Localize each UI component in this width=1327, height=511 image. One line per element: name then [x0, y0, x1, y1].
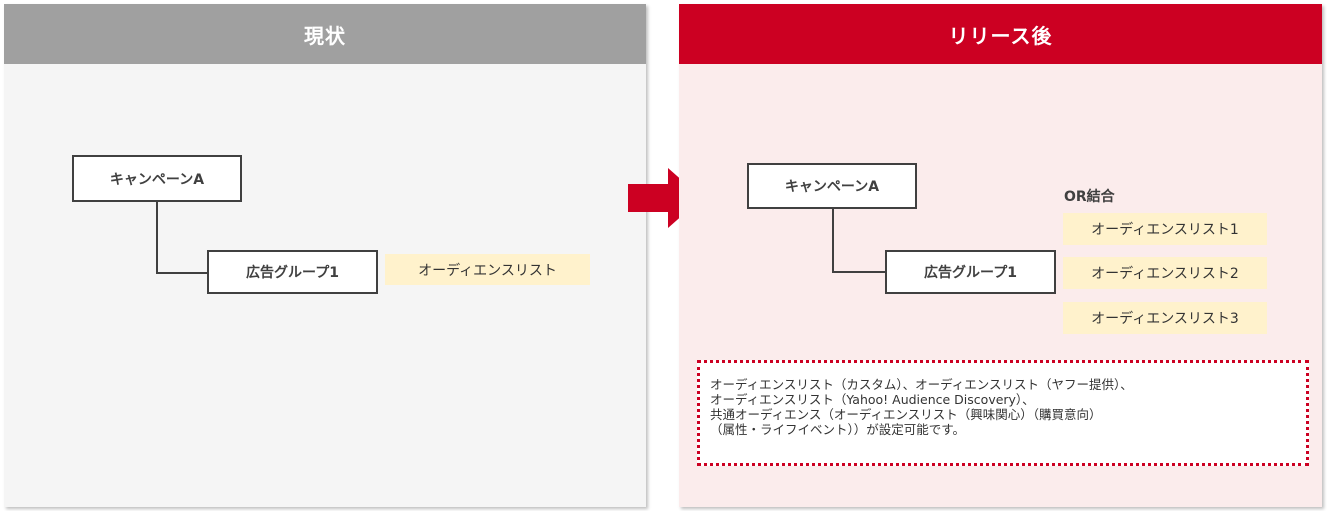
note-line-4: （属性・ライフイベント））が設定可能です。	[710, 422, 966, 437]
left-campaign-node: キャンペーンA	[72, 155, 242, 202]
or-join-label: OR結合	[1064, 189, 1115, 205]
right-adgroup-node: 広告グループ1	[885, 250, 1056, 294]
right-connector-horizontal	[832, 271, 886, 273]
right-audience-tag-1: オーディエンスリスト1	[1063, 213, 1267, 245]
right-connector-vertical	[832, 209, 834, 273]
left-connector-vertical	[156, 202, 158, 274]
note-line-3: 共通オーディエンス（オーディエンスリスト（興味関心）（購買意向）	[710, 407, 1102, 422]
note-line-1: オーディエンスリスト（カスタム）、オーディエンスリスト（ヤフー提供）、	[710, 377, 1133, 392]
right-campaign-node: キャンペーンA	[747, 163, 917, 209]
note-line-2: オーディエンスリスト（Yahoo! Audience Discovery）、	[710, 392, 1035, 407]
left-adgroup-node: 広告グループ1	[207, 250, 378, 294]
left-connector-horizontal	[156, 272, 208, 274]
settings-note-box: オーディエンスリスト（カスタム）、オーディエンスリスト（ヤフー提供）、 オーディ…	[697, 360, 1309, 466]
after-release-header: リリース後	[679, 4, 1322, 64]
right-audience-tag-3: オーディエンスリスト3	[1063, 302, 1267, 334]
right-audience-tag-2: オーディエンスリスト2	[1063, 257, 1267, 289]
current-state-header: 現状	[4, 4, 646, 64]
left-audience-tag: オーディエンスリスト	[385, 254, 590, 285]
